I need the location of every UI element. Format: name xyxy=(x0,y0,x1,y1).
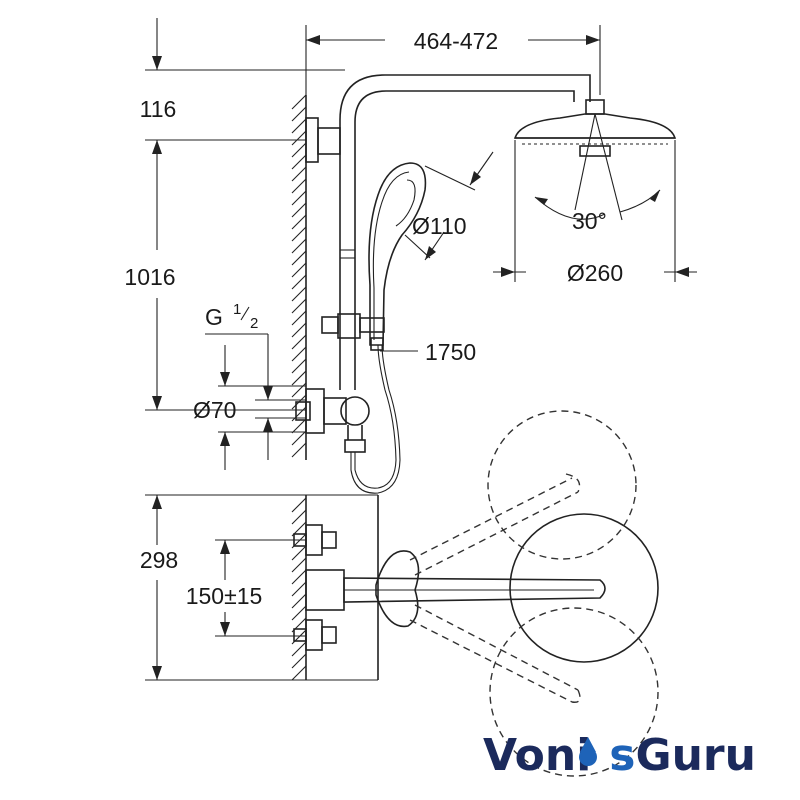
wall-hatch-line xyxy=(291,190,307,206)
top-offset-label: 116 xyxy=(140,96,177,122)
wall-hatch-line xyxy=(291,238,307,254)
wall-hatch-line xyxy=(291,593,307,609)
escutcheon-dimension: Ø70 xyxy=(193,345,306,470)
wall-hatch-line xyxy=(291,497,307,513)
plan-depth-label: 298 xyxy=(140,547,178,573)
wall-hatch-line xyxy=(291,298,307,314)
wall-hatch-line xyxy=(291,130,307,146)
wall-hatch-line xyxy=(291,545,307,561)
inlet-spacing-dimension: 150±15 xyxy=(186,539,306,637)
wall-hatch-line xyxy=(291,178,307,194)
wall-hatch-line xyxy=(291,370,307,386)
wall-hatch-line xyxy=(291,430,307,446)
wall-hatch-line xyxy=(291,641,307,657)
head-shower-dia-dimension: Ø260 xyxy=(493,140,697,286)
thread-dimension: G 1 2 xyxy=(205,301,306,460)
wall-hatch-line xyxy=(291,442,307,458)
wall-hatch-line xyxy=(291,605,307,621)
height-label: 1016 xyxy=(124,264,175,290)
inlet-spacing-label: 150±15 xyxy=(186,583,263,609)
wall-hatch-line xyxy=(291,557,307,573)
wall-hatch-line xyxy=(291,118,307,134)
wall-hatch-line xyxy=(291,346,307,362)
plan-view xyxy=(291,410,659,777)
tilt-angle-label: 30° xyxy=(572,208,607,234)
wall-hatch-line xyxy=(291,382,307,398)
wall-hatch-line xyxy=(291,665,307,681)
wall-hatch-line xyxy=(291,334,307,350)
hand-shower-dia-dimension: Ø110 xyxy=(404,151,494,261)
wall-hatch-line xyxy=(291,653,307,669)
watermark-part3: Guru xyxy=(635,730,755,781)
wall-hatch-line xyxy=(291,569,307,585)
wall-hatch-line xyxy=(291,406,307,422)
wall-hatch-line xyxy=(291,274,307,290)
watermark-part1: Voni xyxy=(483,730,591,781)
head-shower-dia-label: Ø260 xyxy=(567,260,623,286)
wall-hatch-line xyxy=(291,418,307,434)
wall-hatch-line xyxy=(291,581,307,597)
wall-hatch-line xyxy=(291,226,307,242)
wall-hatch-line xyxy=(291,154,307,170)
wall-hatch-line xyxy=(291,214,307,230)
thread-numerator-label: 1 xyxy=(233,301,241,318)
wall-hatch-line xyxy=(291,286,307,302)
wall-elevation xyxy=(291,94,307,460)
thread-denominator-label: 2 xyxy=(250,315,258,332)
shower-column xyxy=(295,74,591,494)
wall-hatch-line xyxy=(291,262,307,278)
plan-depth-dimension: 298 xyxy=(140,494,378,681)
hose-length-label: 1750 xyxy=(425,339,476,365)
wall-hatch-line xyxy=(291,106,307,122)
wall-hatch-line xyxy=(291,94,307,110)
wall-hatch-line xyxy=(291,310,307,326)
hand-shower xyxy=(368,162,427,351)
wall-hatch-line xyxy=(291,509,307,525)
width-span-label: 464-472 xyxy=(414,28,498,54)
thread-prefix-label: G xyxy=(205,304,223,330)
hose-length-dimension: 1750 xyxy=(380,339,476,365)
wall-hatch-line xyxy=(291,250,307,266)
wall-hatch-line xyxy=(291,322,307,338)
watermark-part2: s xyxy=(609,730,635,781)
wall-hatch-line xyxy=(291,142,307,158)
wall-hatch-line xyxy=(291,358,307,374)
width-dimension: 464-472 xyxy=(305,25,601,95)
head-shower: 30° xyxy=(513,99,677,234)
wall-hatch-line xyxy=(291,166,307,182)
escutcheon-dia-label: Ø70 xyxy=(193,397,236,423)
hand-shower-dia-label: Ø110 xyxy=(412,213,467,239)
wall-hatch-line xyxy=(291,202,307,218)
height-dimensions: 116 1016 xyxy=(124,18,345,411)
water-drop-icon xyxy=(579,748,597,766)
